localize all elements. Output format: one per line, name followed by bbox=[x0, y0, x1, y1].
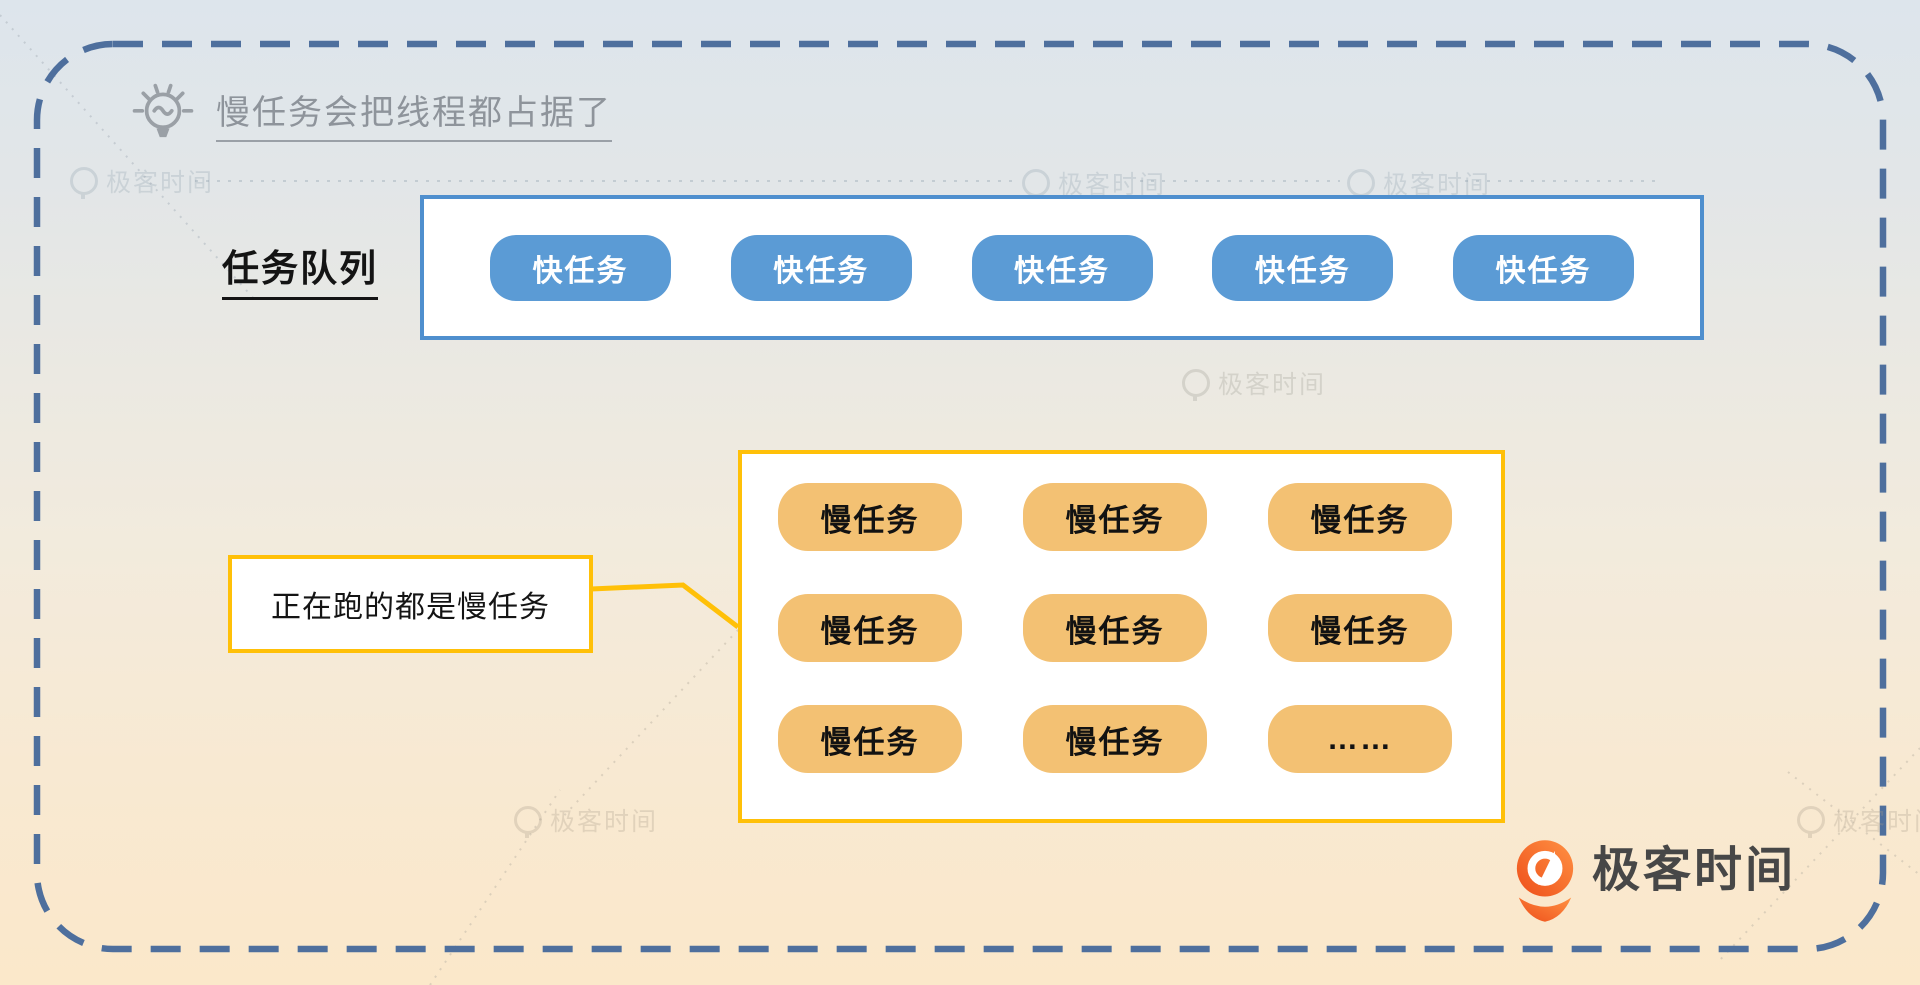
geektime-logo-icon bbox=[1516, 840, 1574, 922]
watermark-text: 极客时间 bbox=[1383, 171, 1492, 199]
task-queue-box: 快任务 快任务 快任务 快任务 快任务 bbox=[420, 195, 1704, 340]
watermark: 极客时间 bbox=[1182, 365, 1326, 401]
slow-task-pill: 慢任务 bbox=[778, 594, 962, 662]
slow-task-pill: …… bbox=[1268, 705, 1452, 773]
task-queue-label: 任务队列 bbox=[222, 238, 378, 300]
watermark: 极客时间 bbox=[514, 802, 658, 838]
callout-text: 正在跑的都是慢任务 bbox=[271, 591, 550, 624]
watermark: 极客时间 bbox=[1797, 802, 1920, 838]
slow-task-pill: 慢任务 bbox=[1268, 483, 1452, 551]
slow-task-pill: 慢任务 bbox=[778, 705, 962, 773]
slow-task-pill: 慢任务 bbox=[1268, 594, 1452, 662]
watermark-logo-icon bbox=[514, 806, 542, 838]
watermark-text: 极客时间 bbox=[550, 808, 659, 836]
watermark-text: 极客时间 bbox=[106, 169, 215, 197]
dashed-border bbox=[33, 40, 1887, 953]
watermark-text: 极客时间 bbox=[1833, 808, 1920, 836]
fast-task-pill: 快任务 bbox=[971, 234, 1153, 301]
watermark: 极客时间 bbox=[70, 163, 214, 199]
geektime-logo: 极客时间 bbox=[1512, 838, 1796, 924]
callout-box: 正在跑的都是慢任务 bbox=[228, 555, 593, 653]
watermark-logo-icon bbox=[1182, 369, 1210, 401]
slow-task-pool-box: 慢任务 慢任务 慢任务 慢任务 慢任务 慢任务 慢任务 慢任务 …… bbox=[738, 450, 1505, 823]
lightbulb-icon bbox=[132, 83, 194, 138]
slow-task-pill: 慢任务 bbox=[1023, 483, 1207, 551]
watermark-text: 极客时间 bbox=[1218, 371, 1327, 399]
diagonal-dotted-lines bbox=[0, 14, 1920, 985]
watermark-logo-icon bbox=[1347, 169, 1375, 201]
fast-task-pill: 快任务 bbox=[730, 234, 912, 301]
watermark-text: 极客时间 bbox=[1058, 171, 1167, 199]
slow-task-pill: 慢任务 bbox=[1023, 705, 1207, 773]
watermark-logo-icon bbox=[1022, 169, 1050, 201]
connector-line bbox=[590, 582, 740, 629]
fast-task-pill: 快任务 bbox=[1212, 234, 1394, 301]
diagram-title: 慢任务会把线程都占据了 bbox=[216, 85, 612, 142]
watermark-logo-icon bbox=[70, 167, 98, 199]
slow-task-pill: 慢任务 bbox=[1023, 594, 1207, 662]
slow-task-pill: 慢任务 bbox=[778, 483, 962, 551]
fast-task-pill: 快任务 bbox=[490, 234, 671, 301]
geektime-logo-text: 极客时间 bbox=[1592, 844, 1797, 897]
watermark-logo-icon bbox=[1797, 806, 1825, 838]
fast-task-pill: 快任务 bbox=[1453, 234, 1634, 301]
diagram-header: 慢任务会把线程都占据了 bbox=[128, 80, 612, 146]
